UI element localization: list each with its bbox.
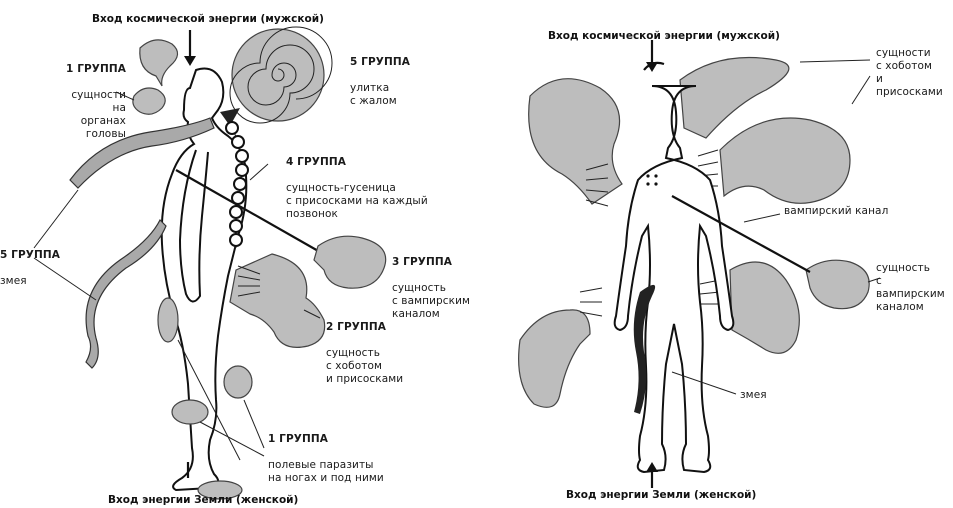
label-group-1-legs: 1 ГРУППА полевые паразиты на ногах и под… [268,420,384,485]
label-group-1-head: 1 ГРУППА сущности на органах головы [64,50,126,141]
label-heading: 2 ГРУППА [326,321,403,334]
trunk-entity-r5 [730,262,799,353]
right-earth-entry-title: Вход энергии Земли (женской) [566,489,756,501]
leg-parasite-2 [224,366,252,398]
left-cosmic-entry-title: Вход космической энергии (мужской) [92,13,324,25]
label-group-5-snail: 5 ГРУППА улитка с жалом [350,43,410,108]
label-heading: 4 ГРУППА [286,156,428,169]
label-heading: 3 ГРУППА [392,256,470,269]
vampire-entity-right [806,260,869,308]
label-heading: 1 ГРУППА [268,433,384,446]
label-text: сущность с хоботом и присосками [326,347,403,385]
label-text: сущности на органах головы [71,89,126,140]
right-figure [519,40,880,488]
head-entity-2 [133,88,165,114]
leg-parasite-3 [172,400,208,424]
label-text: сущность с вампирским каналом [392,282,470,320]
snail-entity [220,27,332,126]
left-earth-entry-title: Вход энергии Земли (женской) [108,494,298,506]
label-group-3-vampire: 3 ГРУППА сущность с вампирским каналом [392,243,470,321]
label-group-5-snake: 5 ГРУППА змея [0,236,60,288]
label-text: улитка с жалом [350,82,397,107]
label-text: полевые паразиты на ногах и под ними [268,459,384,484]
label-group-4-caterpillar: 4 ГРУППА сущность-гусеница с присосками … [286,143,428,221]
right-cosmic-entry-title: Вход космической энергии (мужской) [548,30,780,42]
label-right-vampire: сущность с вампирским каналом [876,262,953,314]
label-text: сущность-гусеница с присосками на каждый… [286,182,428,220]
trunk-entity-r1 [529,79,622,204]
trunk-entity-r4 [519,310,590,407]
label-right-channel: вампирский канал [784,205,888,218]
label-group-2-trunk: 2 ГРУППА сущность с хоботом и присосками [326,308,403,386]
label-heading: 5 ГРУППА [0,249,60,262]
label-text: змея [0,275,27,287]
label-right-snake: змея [740,389,767,402]
head-entity-1 [140,40,178,86]
leg-parasite-1 [158,298,178,342]
right-body [615,86,734,472]
label-right-trunk: сущности с хоботом и присосками [876,47,953,99]
label-heading: 5 ГРУППА [350,56,410,69]
label-heading: 1 ГРУППА [64,63,126,76]
trunk-entity-r3 [720,118,850,203]
vampire-entity-left [314,236,386,288]
